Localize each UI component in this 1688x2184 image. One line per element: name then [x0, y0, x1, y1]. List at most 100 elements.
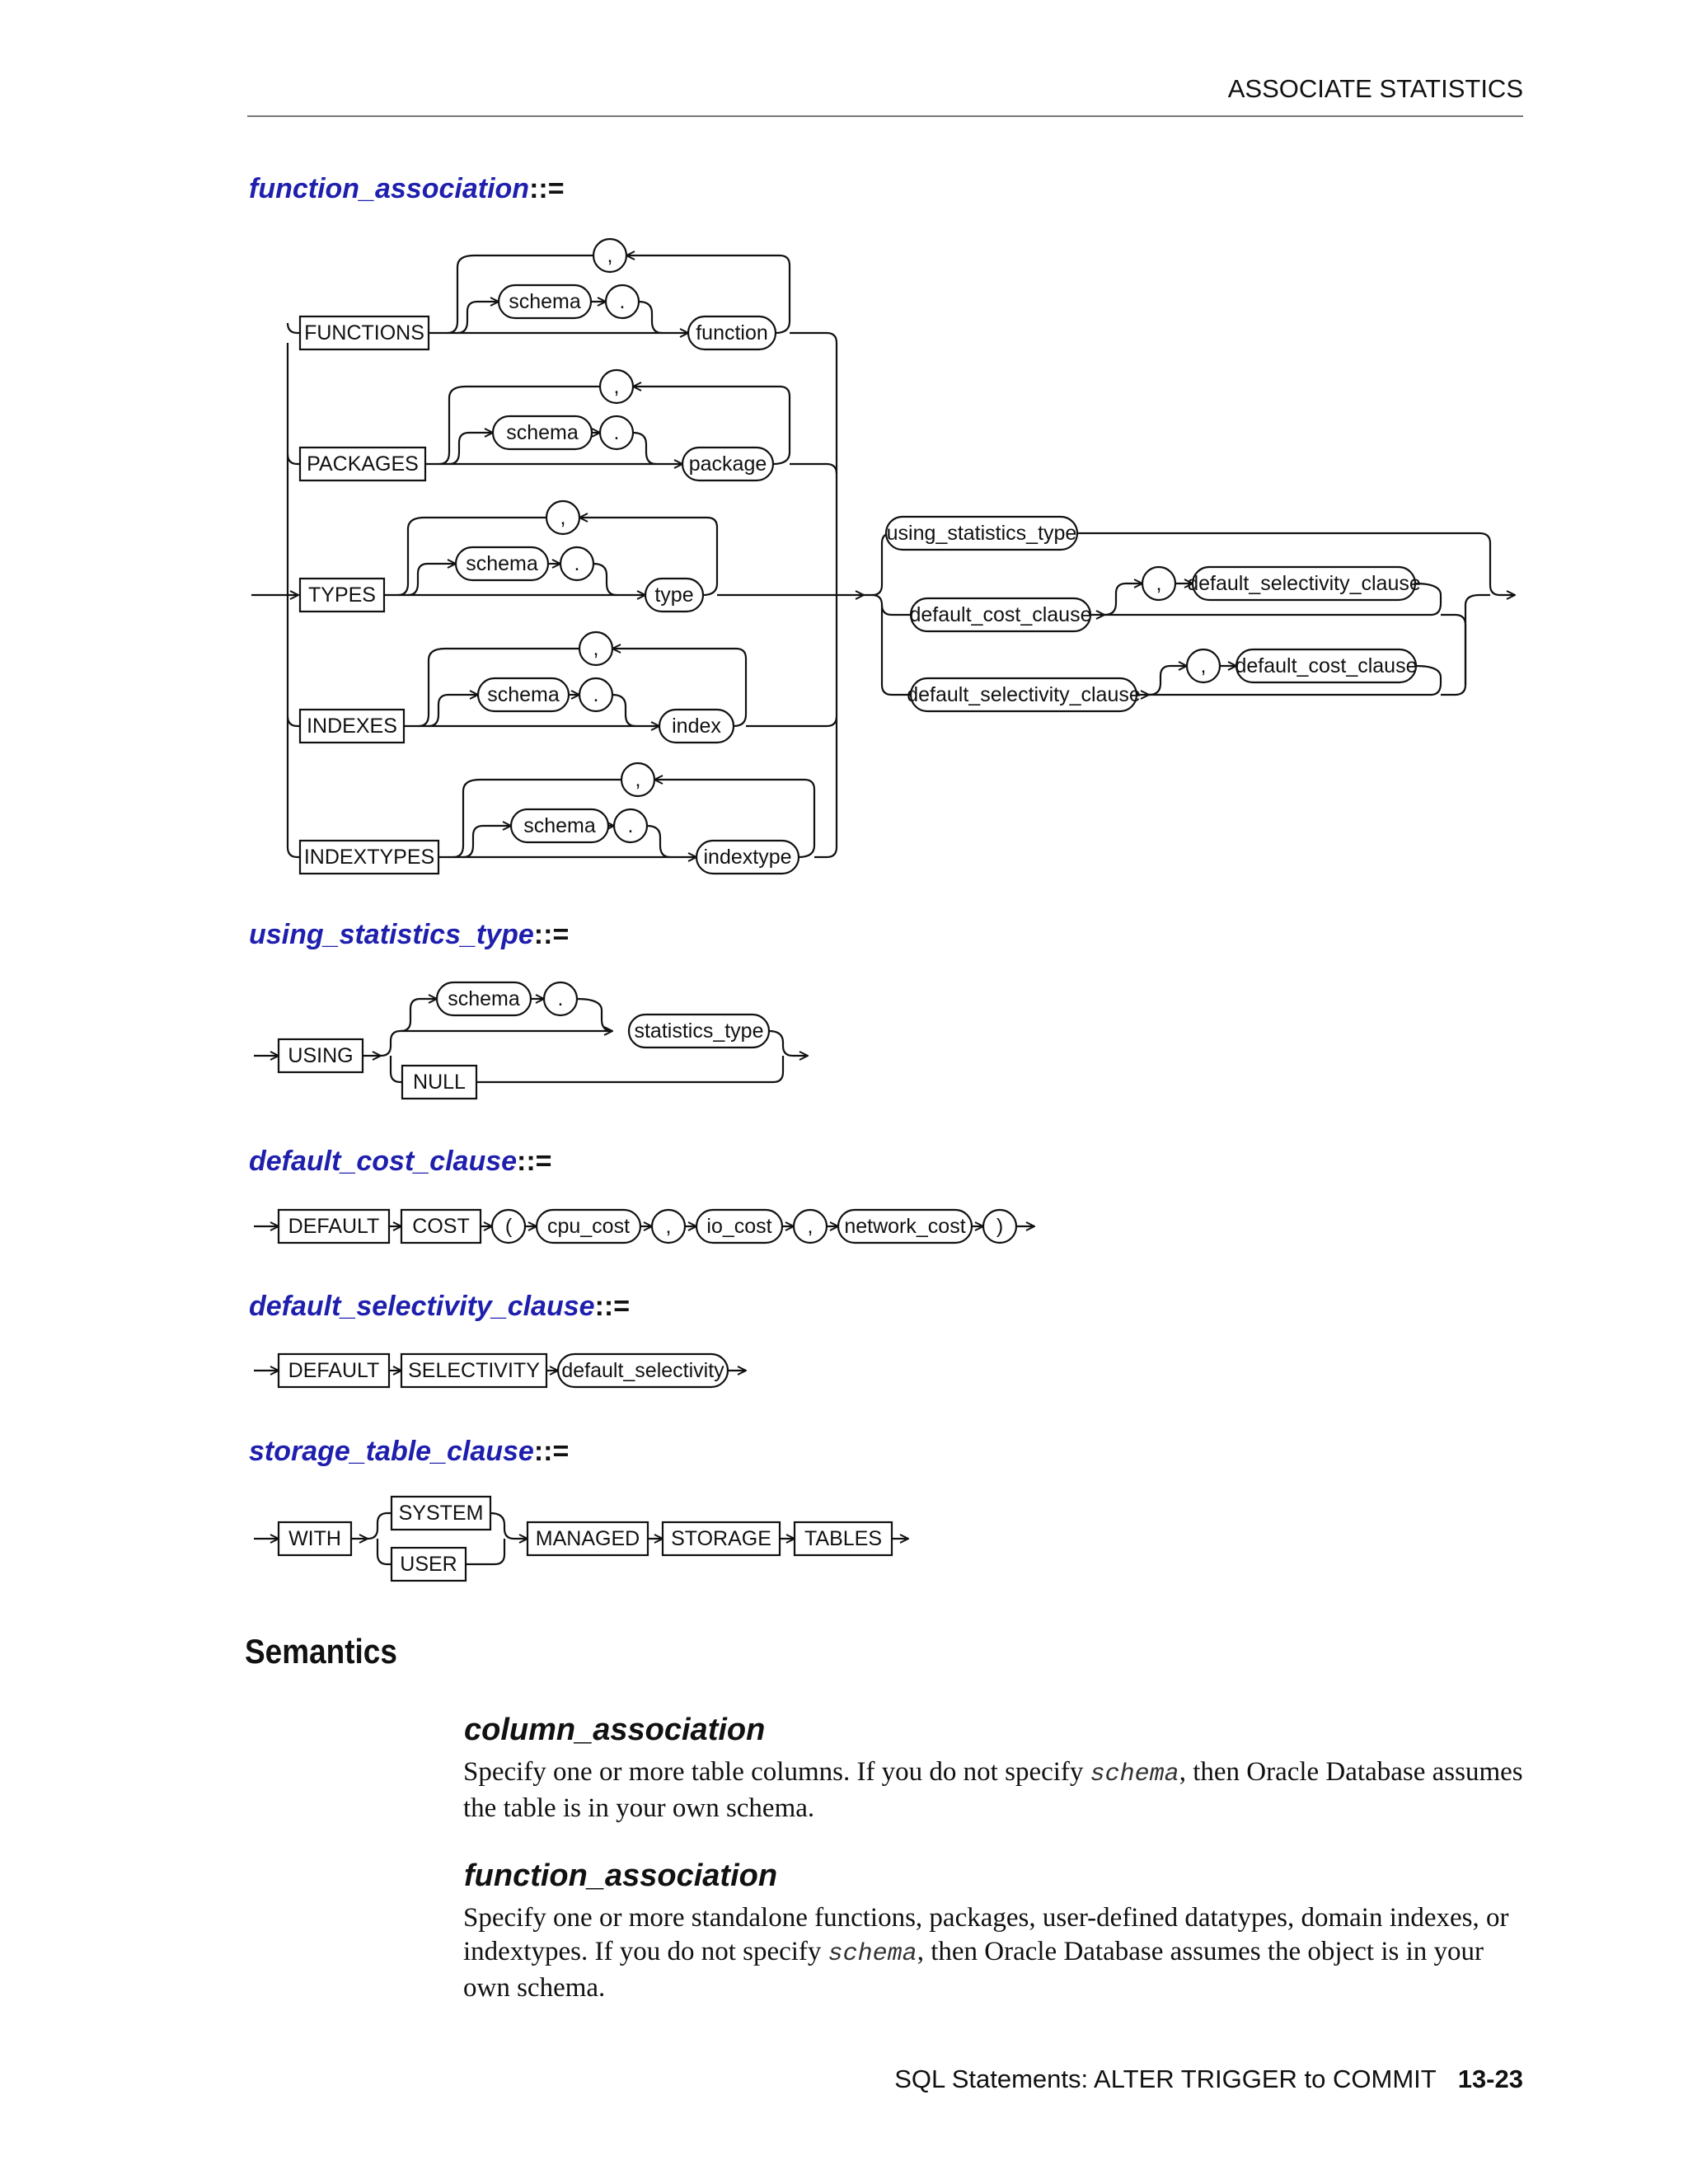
keyword-storage-shape: [661, 1521, 781, 1557]
footer-chapter: SQL Statements: ALTER TRIGGER to COMMIT: [894, 2064, 1437, 2093]
symbol-symbol: (: [505, 1215, 513, 1238]
paragraph-text: , then Oracle Database assumes the table…: [463, 1757, 1523, 1823]
node-io-cost: io_cost: [706, 1215, 771, 1238]
heading-op: ::=: [533, 1436, 570, 1467]
heading-using-statistics-type: using_statistics_type::=: [249, 919, 569, 951]
keyword-with-shape: [277, 1521, 353, 1557]
schema-node: schema: [506, 421, 579, 444]
keyword-cost: COST: [412, 1215, 469, 1238]
schema-node-shape: [491, 415, 593, 451]
heading-name: default_cost_clause: [249, 1146, 518, 1177]
dot-symbol: .: [574, 552, 580, 575]
heading-name: storage_table_clause: [249, 1436, 534, 1467]
schema-node: schema: [523, 814, 596, 837]
comma-symbol: ,: [560, 506, 566, 529]
symbol-symbol-shape: [490, 1208, 527, 1244]
keyword-using-shape: [277, 1038, 364, 1074]
dot-symbol-shape: [578, 677, 614, 713]
symbol-symbol: ,: [808, 1215, 814, 1238]
keyword-indexes: INDEXES: [307, 715, 397, 738]
dot-symbol-shape: [559, 546, 595, 582]
keyword-system: SYSTEM: [399, 1502, 484, 1525]
comma-symbol: ,: [607, 244, 613, 267]
schema-node-shape: [509, 808, 610, 844]
dot-symbol-shape: [604, 284, 640, 320]
object-type: type: [654, 583, 693, 607]
keyword-default-shape: [277, 1208, 391, 1244]
paragraph-column-association: Specify one or more table columns. If yo…: [463, 1755, 1535, 1825]
symbol-symbol-shape: [982, 1208, 1018, 1244]
node-cpu-cost-shape: [535, 1208, 642, 1244]
comma-symbol-shape: [620, 762, 656, 798]
header-rule: [247, 115, 1523, 117]
node-io-cost-shape: [695, 1208, 784, 1244]
symbol-symbol-shape: [792, 1208, 828, 1244]
keyword-indextypes: INDEXTYPES: [304, 846, 434, 869]
paragraph-text: , then Oracle Database assumes the objec…: [463, 1937, 1484, 2003]
comma-symbol-shape: [578, 630, 614, 667]
keyword-functions: FUNCTIONS: [304, 321, 424, 344]
dot-symbol: .: [628, 814, 634, 837]
dot-symbol: .: [593, 683, 599, 706]
semantics-heading: Semantics: [245, 1632, 397, 1671]
dot-symbol: .: [558, 987, 564, 1010]
symbol-symbol: ): [996, 1215, 1003, 1238]
comma-symbol: ,: [593, 637, 599, 660]
heading-name: function_association: [249, 173, 530, 204]
keyword-user-shape: [390, 1546, 467, 1582]
comma-symbol-shape: [592, 237, 628, 274]
default-cost-clause-node: default_cost_clause: [910, 603, 1092, 626]
paragraph-text: Specify one or more table columns. If yo…: [463, 1757, 1090, 1787]
code-schema: schema: [1090, 1760, 1179, 1788]
keyword-storage: STORAGE: [671, 1527, 771, 1550]
comma-symbol: ,: [614, 375, 620, 398]
comma-symbol: ,: [1156, 572, 1162, 595]
default-cost-clause-node-shape: [909, 597, 1092, 633]
comma-symbol: ,: [1201, 654, 1207, 677]
keyword-null: NULL: [413, 1071, 466, 1094]
node-network-cost: network_cost: [844, 1215, 965, 1238]
default-selectivity-clause-node-shape: [1191, 565, 1417, 602]
object-indextype-shape: [695, 839, 800, 875]
default-selectivity-clause-node: default_selectivity_clause: [1187, 572, 1421, 595]
default-cost-clause-node-shape: [1235, 648, 1418, 684]
node-default-selectivity: default_selectivity: [561, 1359, 724, 1382]
dot-symbol-shape: [598, 415, 635, 451]
keyword-indexes-shape: [298, 708, 406, 744]
statistics-type-node-shape: [627, 1013, 771, 1049]
term-column-association: column_association: [464, 1713, 766, 1747]
heading-op: ::=: [529, 173, 565, 204]
keyword-types: TYPES: [308, 583, 376, 607]
dot-symbol-shape: [542, 981, 579, 1017]
schema-node: schema: [509, 290, 581, 313]
heading-op: ::=: [517, 1146, 552, 1177]
node-default-selectivity-shape: [556, 1352, 729, 1389]
heading-op: ::=: [533, 919, 570, 950]
keyword-packages: PACKAGES: [307, 452, 419, 476]
paragraph-text: Specify one or more standalone functions…: [463, 1903, 1509, 1966]
keyword-managed-shape: [526, 1521, 649, 1557]
schema-node: schema: [466, 552, 538, 575]
using-statistics-type-node-shape: [884, 515, 1079, 551]
symbol-symbol: ,: [666, 1215, 672, 1238]
heading-function-association: function_association::=: [249, 173, 565, 205]
code-schema: schema: [828, 1940, 917, 1968]
default-selectivity-clause-node: default_selectivity_clause: [907, 683, 1141, 706]
comma-symbol-shape: [1185, 648, 1221, 684]
object-package-shape: [681, 446, 775, 482]
object-package: package: [689, 452, 767, 476]
keyword-types-shape: [298, 577, 386, 613]
comma-symbol: ,: [635, 768, 641, 791]
schema-node-shape: [435, 981, 532, 1017]
comma-symbol-shape: [598, 368, 635, 405]
keyword-selectivity: SELECTIVITY: [408, 1359, 540, 1382]
object-indextype: indextype: [703, 846, 791, 869]
keyword-tables-shape: [793, 1521, 893, 1557]
keyword-default-shape: [277, 1352, 391, 1389]
default-cost-clause-node: default_cost_clause: [1236, 654, 1418, 677]
object-index: index: [672, 715, 721, 738]
